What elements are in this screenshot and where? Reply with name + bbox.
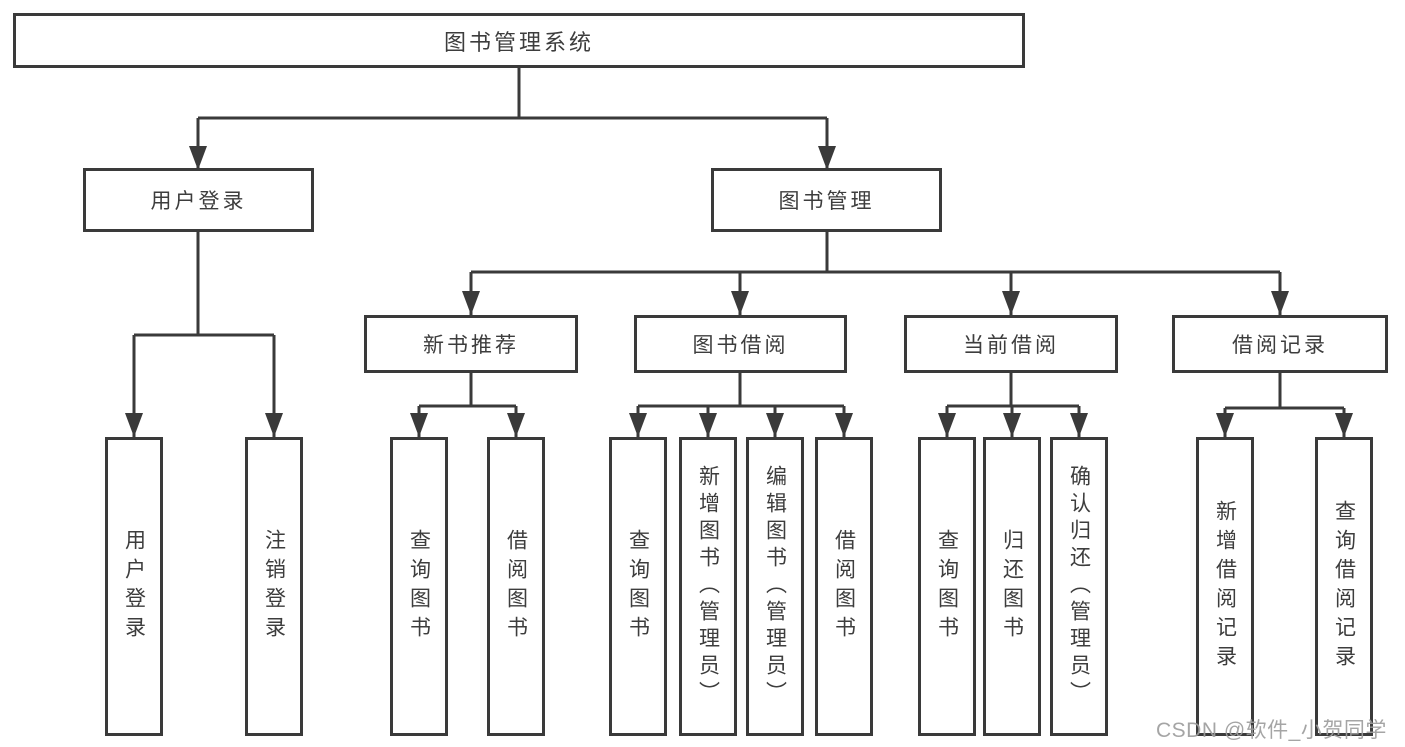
connector-user-login-rail xyxy=(134,232,274,337)
connector-new-book-rail xyxy=(419,373,516,408)
leaf-add-book-admin-label: 新增图书（管理员） xyxy=(696,465,720,708)
node-current-borrowing-label: 当前借阅 xyxy=(963,334,1059,357)
node-current-borrowing: 当前借阅 xyxy=(904,315,1118,373)
leaf-query-books-3-label: 查询图书 xyxy=(935,528,959,645)
connector-book-borrowing-rail xyxy=(638,373,844,408)
leaf-user-login: 用户登录 xyxy=(105,437,163,736)
node-borrow-records: 借阅记录 xyxy=(1172,315,1388,373)
node-library-system-label: 图书管理系统 xyxy=(443,29,594,55)
leaf-logout-label: 注销登录 xyxy=(262,528,286,645)
connector-current-borrowing-rail xyxy=(947,373,1079,408)
leaf-confirm-return-admin-label: 确认归还（管理员） xyxy=(1067,465,1091,708)
node-book-borrowing-label: 图书借阅 xyxy=(692,334,789,357)
leaf-user-login-label: 用户登录 xyxy=(122,528,146,645)
leaf-query-borrow-record-label: 查询借阅记录 xyxy=(1332,499,1356,674)
leaf-return-book: 归还图书 xyxy=(983,437,1041,736)
leaf-query-books-1: 查询图书 xyxy=(390,437,448,736)
node-book-borrowing: 图书借阅 xyxy=(634,315,847,373)
node-user-login-label: 用户登录 xyxy=(150,190,247,213)
node-new-book-recommend-label: 新书推荐 xyxy=(423,334,519,357)
leaf-add-borrow-record: 新增借阅记录 xyxy=(1196,437,1254,736)
connector-root-rail xyxy=(198,68,827,120)
node-book-management-label: 图书管理 xyxy=(778,190,875,213)
leaf-borrow-books-2-label: 借阅图书 xyxy=(832,528,856,645)
csdn-watermark: CSDN @软件_小贺同学 xyxy=(1156,719,1387,742)
node-borrow-records-label: 借阅记录 xyxy=(1232,334,1328,357)
leaf-borrow-books-1: 借阅图书 xyxy=(487,437,545,736)
leaf-query-books-2: 查询图书 xyxy=(609,437,667,736)
node-book-management: 图书管理 xyxy=(711,168,942,232)
leaf-edit-book-admin: 编辑图书（管理员） xyxy=(746,437,804,736)
leaf-query-books-3: 查询图书 xyxy=(918,437,976,736)
leaf-return-book-label: 归还图书 xyxy=(1000,528,1024,645)
leaf-confirm-return-admin: 确认归还（管理员） xyxy=(1050,437,1108,736)
leaf-add-book-admin: 新增图书（管理员） xyxy=(679,437,737,736)
leaf-logout: 注销登录 xyxy=(245,437,303,736)
leaf-edit-book-admin-label: 编辑图书（管理员） xyxy=(763,465,787,708)
leaf-add-borrow-record-label: 新增借阅记录 xyxy=(1213,499,1237,674)
connector-borrow-records-rail xyxy=(1225,373,1344,410)
node-new-book-recommend: 新书推荐 xyxy=(364,315,578,373)
node-user-login: 用户登录 xyxy=(83,168,314,232)
leaf-borrow-books-2: 借阅图书 xyxy=(815,437,873,736)
leaf-query-books-2-label: 查询图书 xyxy=(626,528,650,645)
leaf-query-borrow-record: 查询借阅记录 xyxy=(1315,437,1373,736)
leaf-query-books-1-label: 查询图书 xyxy=(407,528,431,645)
leaf-borrow-books-1-label: 借阅图书 xyxy=(504,528,528,645)
connector-book-management-rail xyxy=(471,232,1280,274)
node-library-system: 图书管理系统 xyxy=(13,13,1025,68)
